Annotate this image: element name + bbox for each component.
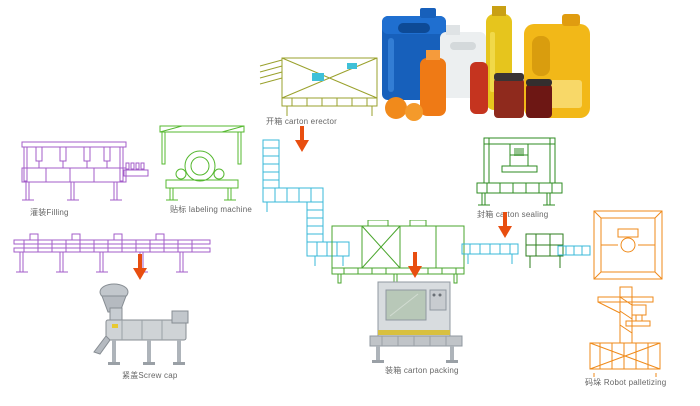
sealing-line-unit-drawing xyxy=(522,230,567,270)
robot-palletizing-label: 码垛 Robot palletizing xyxy=(585,378,667,387)
flow-arrow-erector xyxy=(295,126,309,152)
red-bottle-icon xyxy=(470,62,488,114)
screw-cap-label: 紧盖Screw cap xyxy=(122,371,178,380)
carton-erector-drawing xyxy=(252,48,392,118)
palletizing-cell-frame-drawing xyxy=(588,205,668,285)
labeling-label: 贴标 labeling machine xyxy=(170,205,253,214)
product-bottles-collage xyxy=(376,2,598,124)
carton-erector-label: 开箱 carton erector xyxy=(266,117,337,126)
jam-jars-icon xyxy=(494,73,552,118)
filling-label: 灌装Filling xyxy=(30,208,69,217)
carton-packing-label: 装箱 carton packing xyxy=(385,366,459,375)
orange-fruit-icon xyxy=(405,103,423,121)
labeling-machine-drawing xyxy=(152,122,252,204)
carton-sealing-label: 封箱 carton sealing xyxy=(477,210,549,219)
screw-cap-machine-drawing xyxy=(92,278,202,372)
cyan-serpentine-conveyor-drawing xyxy=(255,138,350,268)
robot-palletizing-drawing xyxy=(582,283,667,378)
purple-conveyor-drawing xyxy=(10,232,215,278)
filling-machine-drawing xyxy=(16,136,151,208)
carton-packing-machine-drawing xyxy=(366,276,466,366)
orange-fruit-icon xyxy=(385,97,407,119)
flow-arrow-packing xyxy=(408,252,422,278)
cyan-conveyor-stub-drawing xyxy=(556,242,592,262)
center-green-machine-drawing xyxy=(328,220,468,284)
orange-bottle-icon xyxy=(420,50,446,116)
flow-arrow-screwcap xyxy=(133,254,147,280)
carton-sealing-drawing xyxy=(472,128,567,210)
cyan-conveyor-right-drawing xyxy=(460,240,520,266)
flow-arrow-sealing xyxy=(498,212,512,238)
